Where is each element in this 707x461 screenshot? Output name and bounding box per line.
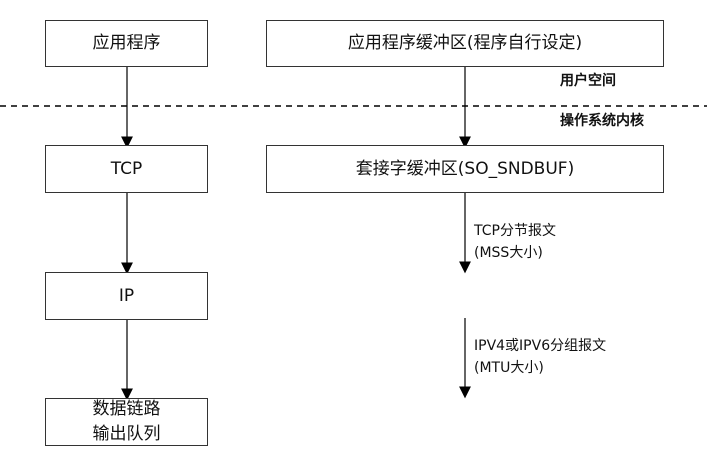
ip-packet-line1: IPV4或IPV6分组报文 [474,338,607,354]
ip-label: IP [118,285,135,306]
application-box: 应用程序 [45,20,208,67]
datalink-label-line2: 输出队列 [92,424,161,444]
tcp-segment-label: TCP分节报文 (MSS大小) [474,221,556,264]
tcp-box: TCP [45,145,208,193]
tcp-label: TCP [110,158,143,179]
user-space-label: 用户空间 [560,73,616,89]
datalink-output-queue-box: 数据链路 输出队列 [45,398,208,446]
socket-buffer-box: 套接字缓冲区(SO_SNDBUF) [266,145,664,193]
socket-buffer-label: 套接字缓冲区(SO_SNDBUF) [355,158,575,179]
kernel-space-label: 操作系统内核 [560,113,644,129]
tcp-segment-line1: TCP分节报文 [474,223,556,239]
application-buffer-label: 应用程序缓冲区(程序自行设定) [347,33,583,54]
ip-box: IP [45,272,208,320]
tcp-segment-line2: (MSS大小) [474,244,543,261]
ip-packet-label: IPV4或IPV6分组报文 (MTU大小) [474,336,606,379]
application-buffer-box: 应用程序缓冲区(程序自行设定) [266,20,664,67]
application-label: 应用程序 [92,33,161,54]
datalink-label-line1: 数据链路 [92,399,161,420]
ip-packet-line2: (MTU大小) [474,359,544,376]
